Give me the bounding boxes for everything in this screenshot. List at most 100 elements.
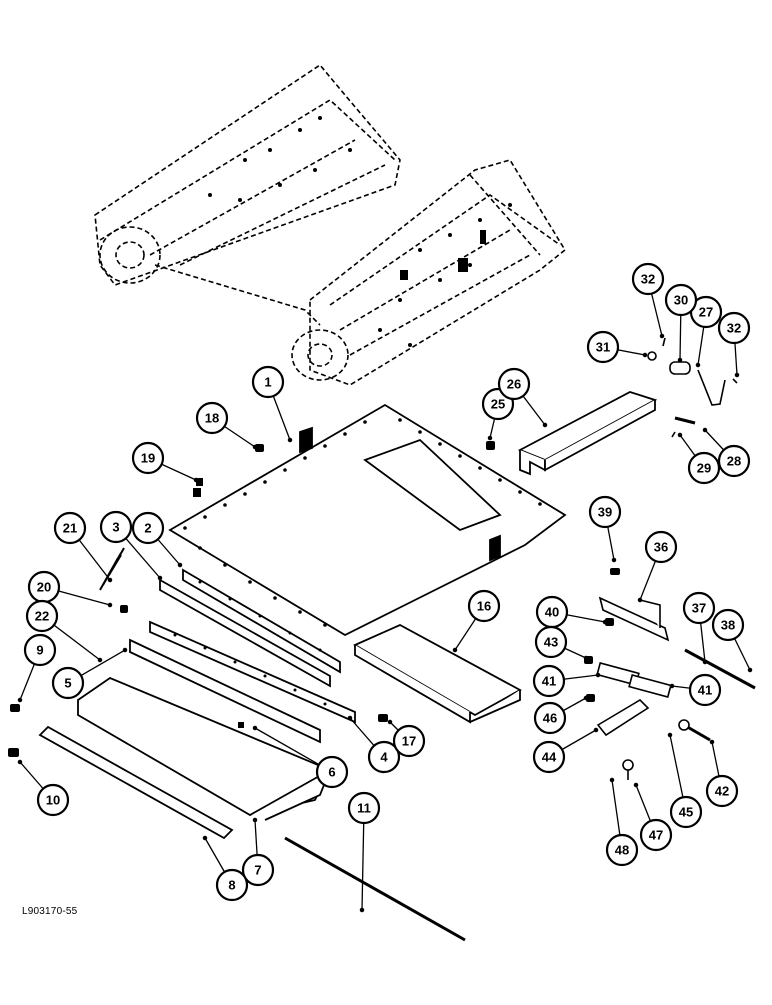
callout-27: 27 <box>689 295 723 329</box>
leader-arrowhead <box>593 727 599 733</box>
callout-label: 9 <box>36 643 43 658</box>
leader-arrowhead <box>107 602 113 608</box>
leader-arrowhead <box>359 907 365 913</box>
callout-6: 6 <box>315 755 349 789</box>
leader-arrowhead <box>107 577 113 583</box>
callout-bubble <box>53 511 87 545</box>
callout-47: 47 <box>639 818 673 852</box>
callout-label: 29 <box>697 461 711 476</box>
callout-bubble <box>644 530 678 564</box>
callout-4: 4 <box>367 740 401 774</box>
callout-label: 17 <box>402 734 416 749</box>
callout-label: 44 <box>542 750 557 765</box>
leader-arrowhead <box>695 362 701 368</box>
callout-label: 27 <box>699 305 713 320</box>
callout-41: 41 <box>532 664 566 698</box>
callout-48: 48 <box>605 833 639 867</box>
leader-arrowhead <box>487 435 493 441</box>
leader-arrowhead <box>252 725 258 731</box>
callout-bubble <box>688 673 722 707</box>
callout-label: 10 <box>46 793 60 808</box>
callout-label: 18 <box>205 411 219 426</box>
phantom-frame-holes <box>208 116 512 347</box>
callout-label: 25 <box>491 397 505 412</box>
leader-arrowhead <box>542 422 548 428</box>
callout-30: 30 <box>664 283 698 317</box>
strip-holes <box>173 580 327 706</box>
callout-11: 11 <box>347 791 381 825</box>
callout-17: 17 <box>392 724 426 758</box>
callout-31: 31 <box>586 330 620 364</box>
leader-arrowhead <box>452 647 458 653</box>
callout-bubble <box>131 511 165 545</box>
leader-arrowhead <box>642 352 648 358</box>
leader-arrowhead <box>709 739 715 745</box>
spring <box>99 547 125 591</box>
callout-bubble <box>25 599 59 633</box>
callout-bubble <box>99 510 133 544</box>
callout-20: 20 <box>27 570 61 604</box>
leader-arrowhead <box>669 683 675 689</box>
leader-arrowhead <box>202 835 208 841</box>
leader-arrowhead <box>252 817 258 823</box>
callout-16: 16 <box>467 589 501 623</box>
callout-label: 20 <box>37 580 51 595</box>
callout-40: 40 <box>535 595 569 629</box>
callout-bubble <box>251 365 285 399</box>
tray <box>77 676 332 821</box>
callout-22: 22 <box>25 599 59 633</box>
leader-arrowhead <box>667 732 673 738</box>
leader-arrowhead <box>702 427 708 433</box>
linkage-parts <box>596 596 756 780</box>
callout-bubble <box>467 589 501 623</box>
callout-18: 18 <box>195 401 229 435</box>
callout-bubble <box>687 451 721 485</box>
callout-28: 28 <box>717 444 751 478</box>
callout-bubble <box>586 330 620 364</box>
callout-38: 38 <box>711 608 745 642</box>
callout-label: 45 <box>679 805 693 820</box>
callout-8: 8 <box>215 868 249 902</box>
callout-39: 39 <box>588 495 622 529</box>
callout-label: 6 <box>328 765 335 780</box>
callout-2: 2 <box>131 511 165 545</box>
callout-label: 26 <box>507 377 521 392</box>
nuts <box>120 441 495 613</box>
callout-label: 7 <box>254 863 261 878</box>
callout-label: 2 <box>144 521 151 536</box>
callout-bubble <box>497 367 531 401</box>
leader-line <box>361 807 365 911</box>
leader-arrowhead <box>702 659 708 665</box>
callout-bubble <box>23 633 57 667</box>
leader-arrowhead <box>609 777 615 783</box>
callout-1: 1 <box>251 365 285 399</box>
callout-label: 31 <box>596 340 610 355</box>
cover-plate <box>353 623 522 724</box>
callout-bubble <box>717 444 751 478</box>
leader-arrowhead <box>677 357 683 363</box>
callout-label: 22 <box>35 609 49 624</box>
callout-label: 4 <box>380 750 388 765</box>
callout-29: 29 <box>687 451 721 485</box>
leader-arrowhead <box>583 695 589 701</box>
callout-bubble <box>241 853 275 887</box>
leader-arrowhead <box>157 575 163 581</box>
callout-label: 8 <box>228 878 235 893</box>
callout-label: 42 <box>715 784 729 799</box>
callout-3: 3 <box>99 510 133 544</box>
callout-label: 21 <box>63 521 77 536</box>
callout-bubble <box>392 724 426 758</box>
callout-bubble <box>36 783 70 817</box>
callout-43: 43 <box>534 625 568 659</box>
callout-label: 36 <box>654 540 668 555</box>
callout-bubble <box>532 740 566 774</box>
leader-arrowhead <box>633 782 639 788</box>
callout-bubble <box>533 701 567 735</box>
callout-bubble <box>682 591 716 625</box>
callout-bubble <box>51 666 85 700</box>
callout-label: 47 <box>649 828 663 843</box>
callout-bubble <box>717 311 751 345</box>
callout-bubble <box>639 818 673 852</box>
